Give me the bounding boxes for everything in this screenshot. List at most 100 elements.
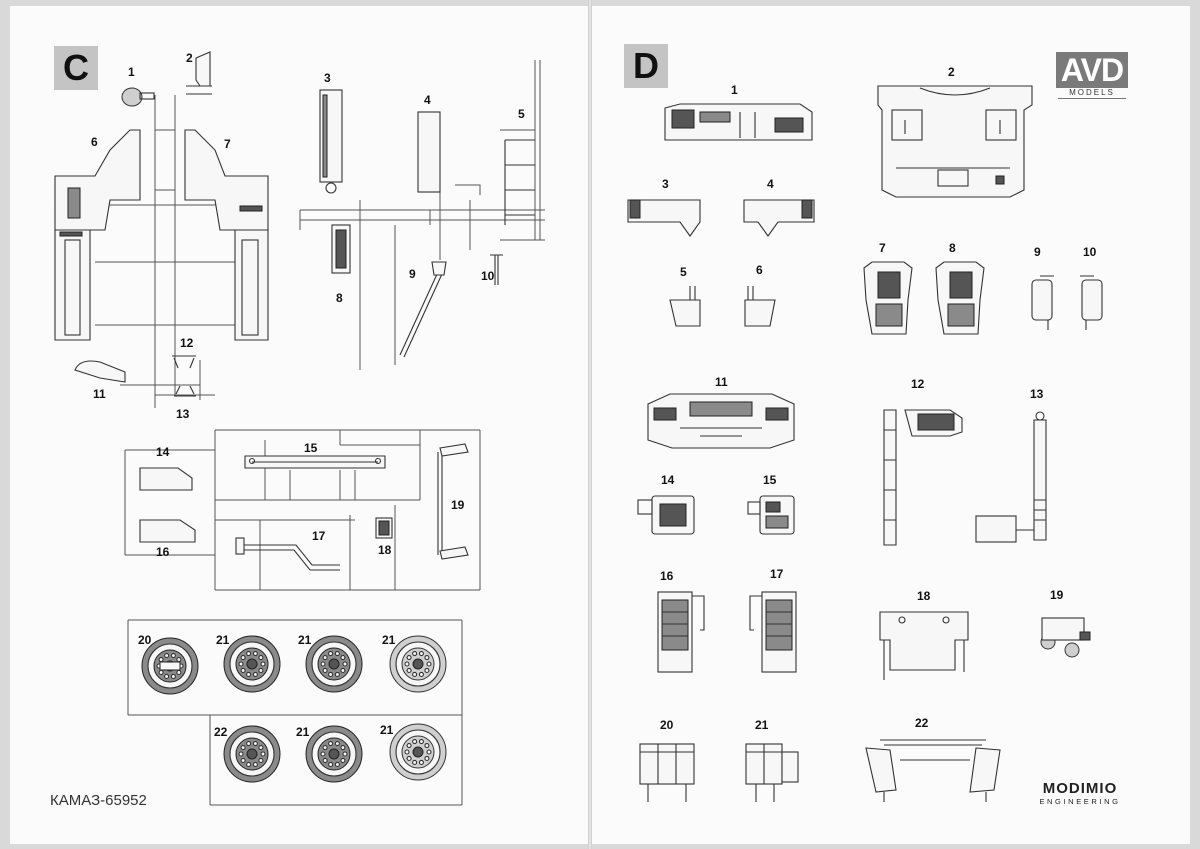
c-part-label: 14 bbox=[156, 445, 170, 459]
d-part-label: 19 bbox=[1050, 588, 1064, 602]
c-part-label: 1 bbox=[128, 65, 135, 79]
c-part-label: 11 bbox=[93, 387, 106, 401]
part-c13 bbox=[174, 385, 196, 397]
wheel bbox=[223, 635, 281, 693]
part-c16 bbox=[139, 519, 196, 543]
part-d15 bbox=[747, 495, 795, 535]
d-part-label: 20 bbox=[660, 718, 674, 732]
wheel-group bbox=[141, 635, 447, 783]
section-d-badge: D bbox=[624, 44, 668, 88]
c-part-label: 2 bbox=[186, 51, 193, 65]
part-d20 bbox=[639, 743, 695, 802]
c-part-label: 21 bbox=[216, 633, 230, 647]
wheel bbox=[305, 635, 363, 693]
c-part-label: 13 bbox=[176, 407, 190, 421]
d-part-label: 3 bbox=[662, 177, 669, 191]
c-part-label: 17 bbox=[312, 529, 326, 543]
d-part-label: 7 bbox=[879, 241, 886, 255]
d-part-label: 18 bbox=[917, 589, 931, 603]
c-part-label: 8 bbox=[336, 291, 343, 305]
wheel bbox=[305, 725, 363, 783]
part-c7 bbox=[184, 129, 269, 341]
brand-logo-main: AVD bbox=[1056, 52, 1128, 88]
d-part-label: 1 bbox=[731, 83, 738, 97]
c-part-label: 21 bbox=[298, 633, 312, 647]
c-part-label: 6 bbox=[91, 135, 98, 149]
d-part-label: 4 bbox=[767, 177, 774, 191]
modimio-logo: MODIMIO ENGINEERING bbox=[1030, 780, 1130, 808]
part-d14 bbox=[637, 495, 695, 535]
part-c6 bbox=[54, 129, 141, 341]
section-c-badge: C bbox=[54, 46, 98, 90]
part-d22 bbox=[865, 739, 1001, 802]
c-part-label: 4 bbox=[424, 93, 431, 107]
model-code: КАМАЗ-65952 bbox=[50, 792, 147, 809]
part-d17 bbox=[749, 591, 797, 673]
part-d12 bbox=[883, 409, 963, 546]
c-part-label: 12 bbox=[180, 336, 194, 350]
part-d11 bbox=[647, 393, 795, 449]
c-part-label: 10 bbox=[481, 269, 495, 283]
part-c14 bbox=[139, 467, 193, 491]
part-c1 bbox=[121, 87, 155, 107]
part-c11 bbox=[74, 360, 126, 383]
d-part-label: 5 bbox=[680, 265, 687, 279]
d-part-label: 10 bbox=[1083, 245, 1097, 259]
brand-logo-sub: MODELS bbox=[1058, 88, 1126, 99]
part-c9 bbox=[399, 261, 447, 358]
c-part-label: 21 bbox=[380, 723, 394, 737]
d-part-label: 13 bbox=[1030, 387, 1044, 401]
maker-logo-main: MODIMIO bbox=[1042, 780, 1118, 797]
part-d13 bbox=[975, 411, 1047, 543]
part-c5 bbox=[504, 139, 535, 225]
part-d9 bbox=[1031, 275, 1054, 330]
part-d5 bbox=[669, 286, 701, 327]
part-d7 bbox=[863, 261, 913, 335]
part-c10 bbox=[490, 254, 503, 285]
part-c2 bbox=[186, 51, 212, 95]
part-d10 bbox=[1080, 275, 1103, 330]
wheel bbox=[389, 723, 447, 781]
d-part-label: 8 bbox=[949, 241, 956, 255]
part-c15 bbox=[244, 455, 386, 469]
c-part-label: 3 bbox=[324, 71, 331, 85]
wheel bbox=[141, 637, 199, 695]
avd-models-logo: AVD MODELS bbox=[1056, 52, 1128, 99]
c-part-label: 20 bbox=[138, 633, 152, 647]
maker-logo-sub: ENGINEERING bbox=[1039, 797, 1121, 806]
sprue-c-top bbox=[95, 60, 545, 408]
part-d2 bbox=[877, 85, 1033, 198]
d-part-label: 17 bbox=[770, 567, 784, 581]
part-c3 bbox=[319, 89, 343, 194]
d-part-label: 2 bbox=[948, 65, 955, 79]
part-c8 bbox=[331, 224, 351, 274]
part-c17 bbox=[235, 537, 340, 571]
page-gutter bbox=[588, 0, 592, 849]
d-part-label: 15 bbox=[763, 473, 777, 487]
part-d18 bbox=[879, 611, 969, 680]
c-part-label: 7 bbox=[224, 137, 231, 151]
c-part-label: 21 bbox=[382, 633, 396, 647]
part-c19 bbox=[437, 443, 469, 560]
d-part-label: 22 bbox=[915, 716, 929, 730]
c-part-label: 15 bbox=[304, 441, 318, 455]
part-d16 bbox=[657, 591, 705, 673]
c-part-label: 5 bbox=[518, 107, 525, 121]
part-c18 bbox=[375, 517, 393, 539]
part-c4 bbox=[417, 111, 441, 193]
d-part-label: 6 bbox=[756, 263, 763, 277]
wheel bbox=[223, 725, 281, 783]
d-part-label: 16 bbox=[660, 569, 674, 583]
part-d1 bbox=[664, 103, 813, 141]
d-part-label: 12 bbox=[911, 377, 925, 391]
sprue-c-wheels bbox=[127, 619, 463, 806]
c-part-label: 19 bbox=[451, 498, 465, 512]
c-part-label: 18 bbox=[378, 543, 392, 557]
left-page bbox=[10, 6, 588, 844]
c-part-label: 16 bbox=[156, 545, 170, 559]
part-d21 bbox=[745, 743, 799, 802]
sprue-c-middle bbox=[124, 429, 481, 591]
